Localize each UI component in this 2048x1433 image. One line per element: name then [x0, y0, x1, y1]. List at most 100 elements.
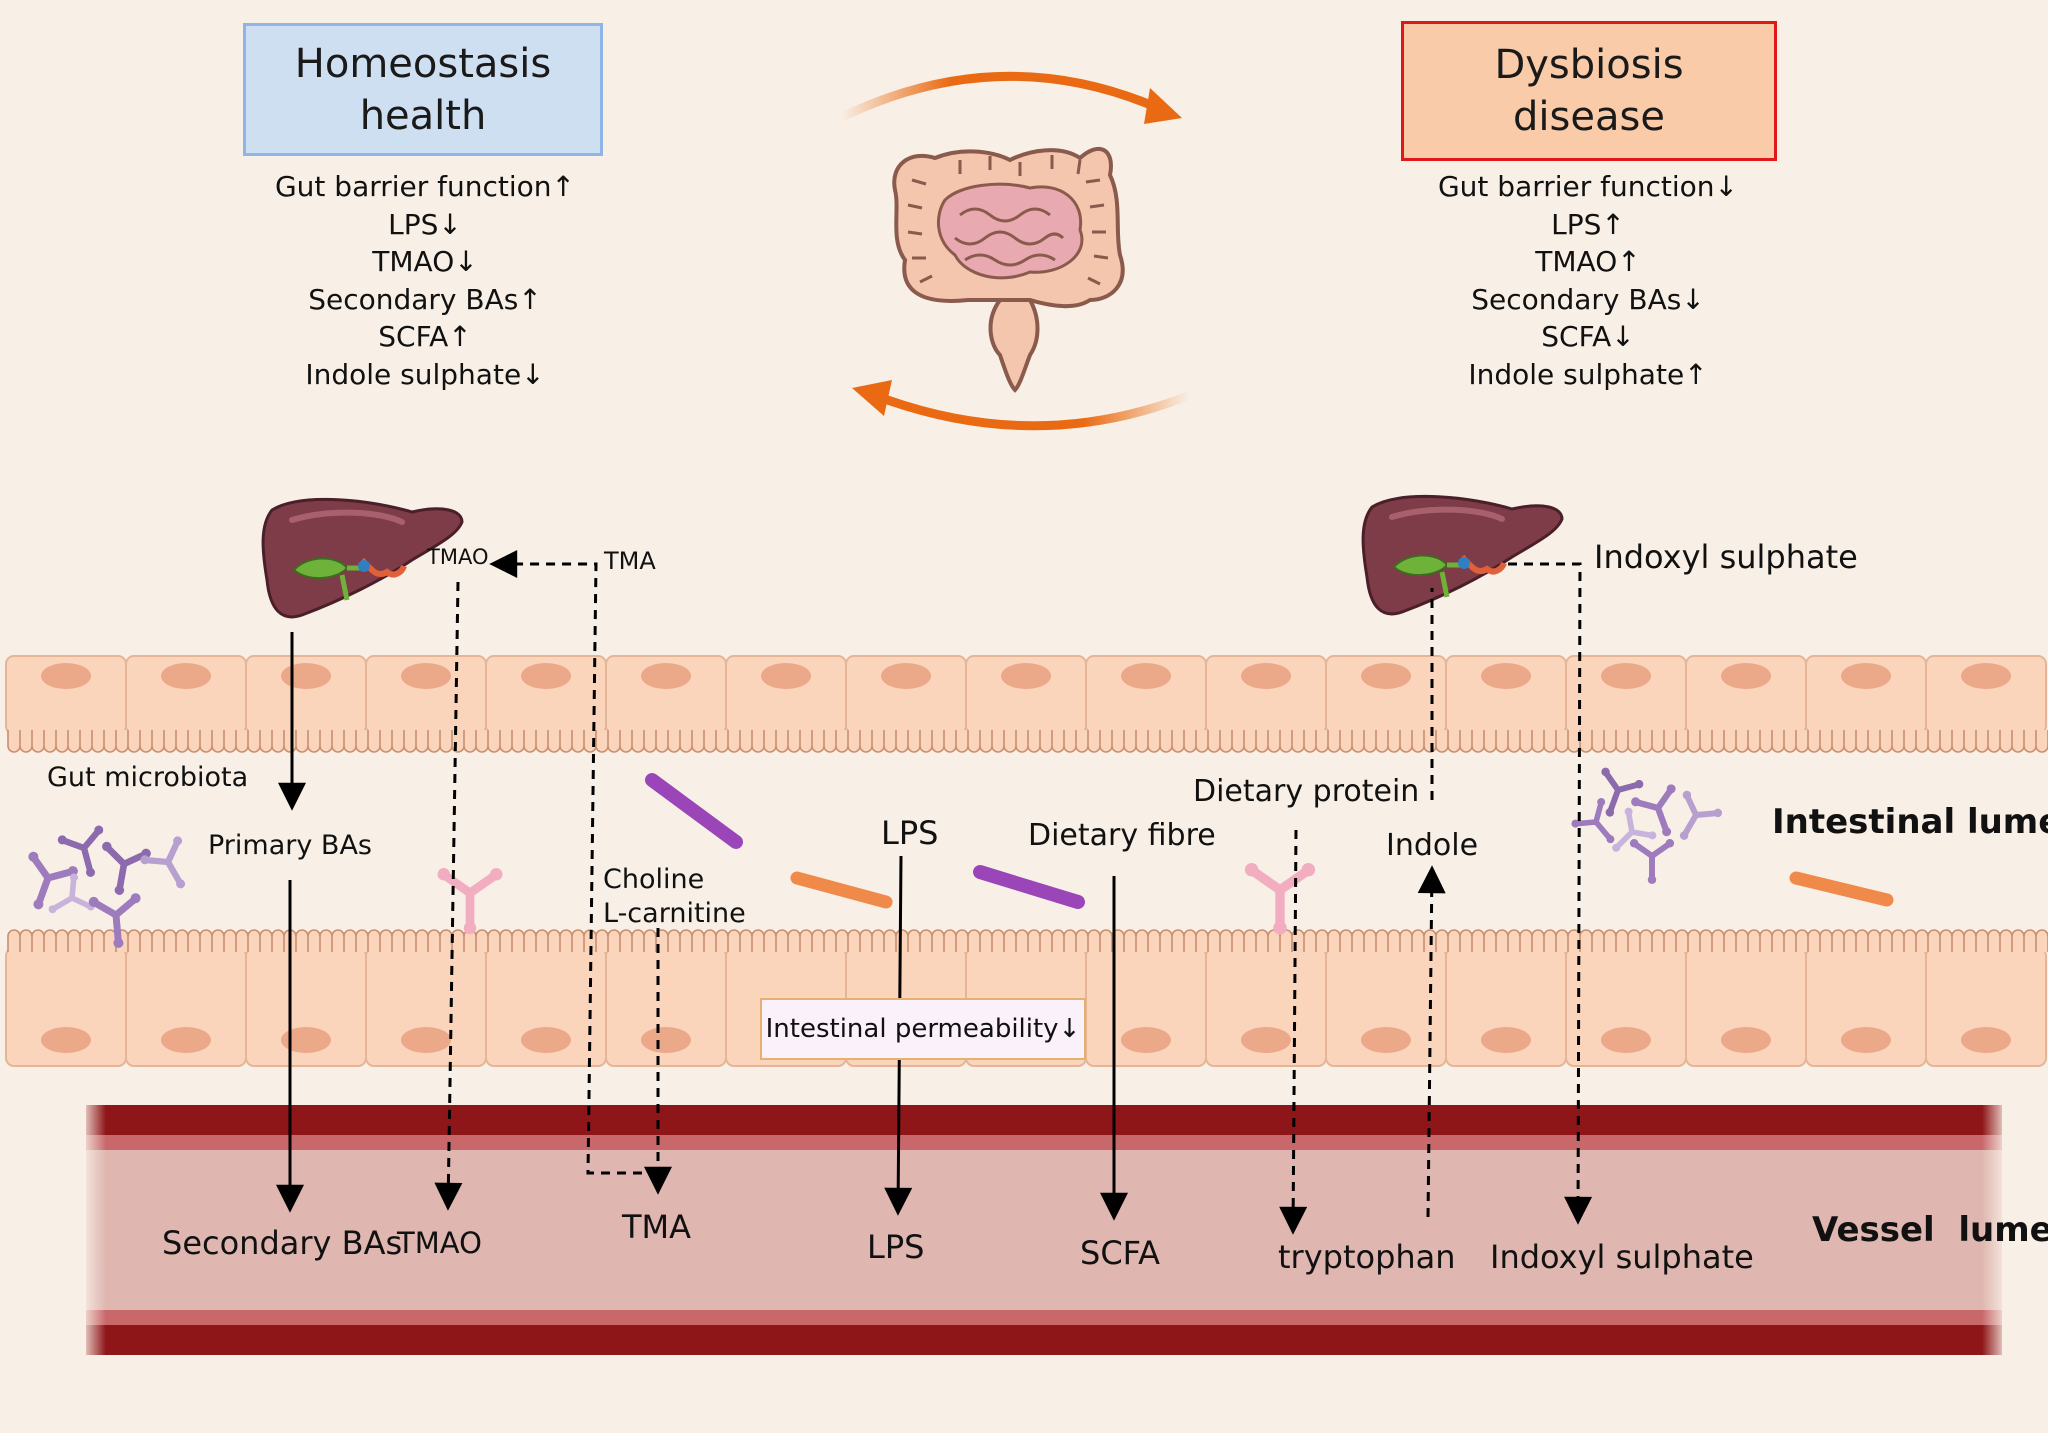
marker-item: Indole sulphate↓ — [305, 357, 545, 391]
cycle-arrow-top-head — [1144, 88, 1182, 124]
microbe-tip — [1679, 831, 1689, 840]
marker-item: Secondary BAs↑ — [308, 282, 542, 316]
bacteria — [645, 773, 1894, 909]
label-lps-vessel: LPS — [867, 1228, 925, 1266]
arrow-liver-indoxyl — [1508, 562, 1593, 1225]
cell-nucleus — [401, 1027, 451, 1053]
microbe-tip — [48, 905, 57, 914]
cycle-arrow-bottom-head — [852, 380, 892, 416]
cell-nucleus — [1601, 663, 1651, 689]
y-microbe — [88, 893, 141, 948]
pathways — [276, 550, 1593, 1235]
cell-nucleus — [281, 663, 331, 689]
cell-nucleus — [881, 663, 931, 689]
microvilli — [7, 730, 2048, 753]
gallbladder-icon — [292, 557, 349, 579]
cell-nucleus — [1121, 663, 1171, 689]
portal-vein — [358, 560, 370, 572]
cycle-arrow-bottom — [877, 390, 1195, 431]
disease-markers: Gut barrier function↓ LPS↑ TMAO↑ Seconda… — [1400, 168, 1776, 393]
rectum — [988, 298, 1040, 393]
liver-left — [261, 498, 464, 619]
microbe-tip — [490, 868, 503, 881]
cell-nucleus — [401, 663, 451, 689]
microbe-tip — [69, 873, 78, 882]
microbe-tip — [1647, 875, 1657, 885]
marker-item: SCFA↓ — [1541, 320, 1635, 353]
label-l-carnitine: L-carnitine — [603, 898, 746, 929]
cell-nucleus — [41, 663, 91, 689]
small-intestine-folds — [954, 207, 1065, 267]
liver-lobe — [1361, 495, 1564, 616]
microbe-tip — [1244, 863, 1259, 877]
label-primary-bas: Primary BAs — [208, 830, 372, 861]
cell-nucleus — [1961, 1027, 2011, 1053]
microbe-tip — [1605, 808, 1615, 817]
label-intestinal-permeability: Intestinal permeability↓ — [765, 1014, 1081, 1044]
cell-nucleus — [1361, 663, 1411, 689]
label-tryptophan: tryptophan — [1278, 1238, 1456, 1276]
cell-nucleus — [1961, 663, 2011, 689]
microbe-tip — [1631, 797, 1641, 807]
label-indoxyl-top: Indoxyl sulphate — [1594, 538, 1858, 576]
epithelium-top — [5, 655, 2048, 753]
vessel-wall-bottom — [86, 1325, 2002, 1355]
label-secondary-bas: Secondary BAs — [162, 1224, 403, 1262]
microbe-tip — [114, 885, 125, 895]
marker-item: SCFA↑ — [378, 320, 472, 353]
microbe-tip — [1682, 790, 1692, 800]
health-markers: Gut barrier function↑ LPS↓ TMAO↓ Seconda… — [245, 168, 605, 393]
y-microbe — [1612, 807, 1657, 852]
cycle-arrows — [835, 71, 1195, 431]
microbe-body — [1632, 841, 1672, 882]
cell-nucleus — [1241, 663, 1291, 689]
bacterium-purple — [645, 773, 743, 849]
microbe-tip — [1624, 807, 1633, 816]
microbe-tip — [1597, 798, 1606, 807]
microbe-body — [91, 895, 139, 945]
y-microbe — [48, 873, 95, 914]
vessel-fade-left — [80, 1100, 106, 1360]
microbe-tip — [28, 851, 39, 862]
liver-right — [1361, 495, 1564, 616]
marker-item: Gut barrier function↓ — [1437, 170, 1739, 203]
vessel-inner-bottom — [86, 1310, 2002, 1325]
cell-nucleus — [161, 1027, 211, 1053]
label-lps-lumen: LPS — [881, 814, 939, 852]
marker-item: TMAO↓ — [372, 245, 478, 278]
microbe-body — [1248, 866, 1312, 930]
label-choline: Choline — [603, 864, 705, 895]
homeostasis-health-box: Homeostasis health — [243, 23, 603, 156]
y-microbe — [57, 825, 104, 877]
microbe-tip — [113, 937, 124, 948]
microbe-tip — [1612, 843, 1621, 852]
liver-lobe — [261, 498, 464, 619]
microbe-tip — [130, 893, 141, 904]
microbe-tip — [140, 855, 150, 865]
microbe-body — [1614, 809, 1655, 850]
microbe-tip — [33, 899, 44, 910]
intestine-icon — [892, 146, 1125, 393]
gallbladder-icon — [1392, 554, 1449, 576]
label-tmao-liver: TMAO — [427, 545, 489, 569]
microbe-tip — [88, 896, 99, 907]
microbe-body — [51, 875, 93, 912]
label-scfa: SCFA — [1080, 1234, 1161, 1272]
microbe-tip — [1666, 784, 1676, 794]
liver-vessels — [359, 557, 407, 578]
y-microbe — [1629, 839, 1675, 885]
y-microbe — [1244, 863, 1316, 935]
cell-nucleus — [521, 663, 571, 689]
arrow-protein-tryptophan — [1279, 829, 1308, 1235]
vessel-lumen — [86, 1150, 2002, 1310]
cell-nucleus — [41, 1027, 91, 1053]
marker-item: Gut barrier function↑ — [274, 170, 576, 203]
cycle-arrow-top — [835, 71, 1163, 123]
microbe-body — [30, 854, 76, 906]
marker-item: Indole sulphate↑ — [1468, 357, 1708, 391]
cell-nucleus — [761, 663, 811, 689]
cell-nucleus — [1361, 1027, 1411, 1053]
label-dietary-fibre: Dietary fibre — [1028, 818, 1216, 853]
intestinal-permeability-box: Intestinal permeability↓ — [760, 998, 1086, 1060]
